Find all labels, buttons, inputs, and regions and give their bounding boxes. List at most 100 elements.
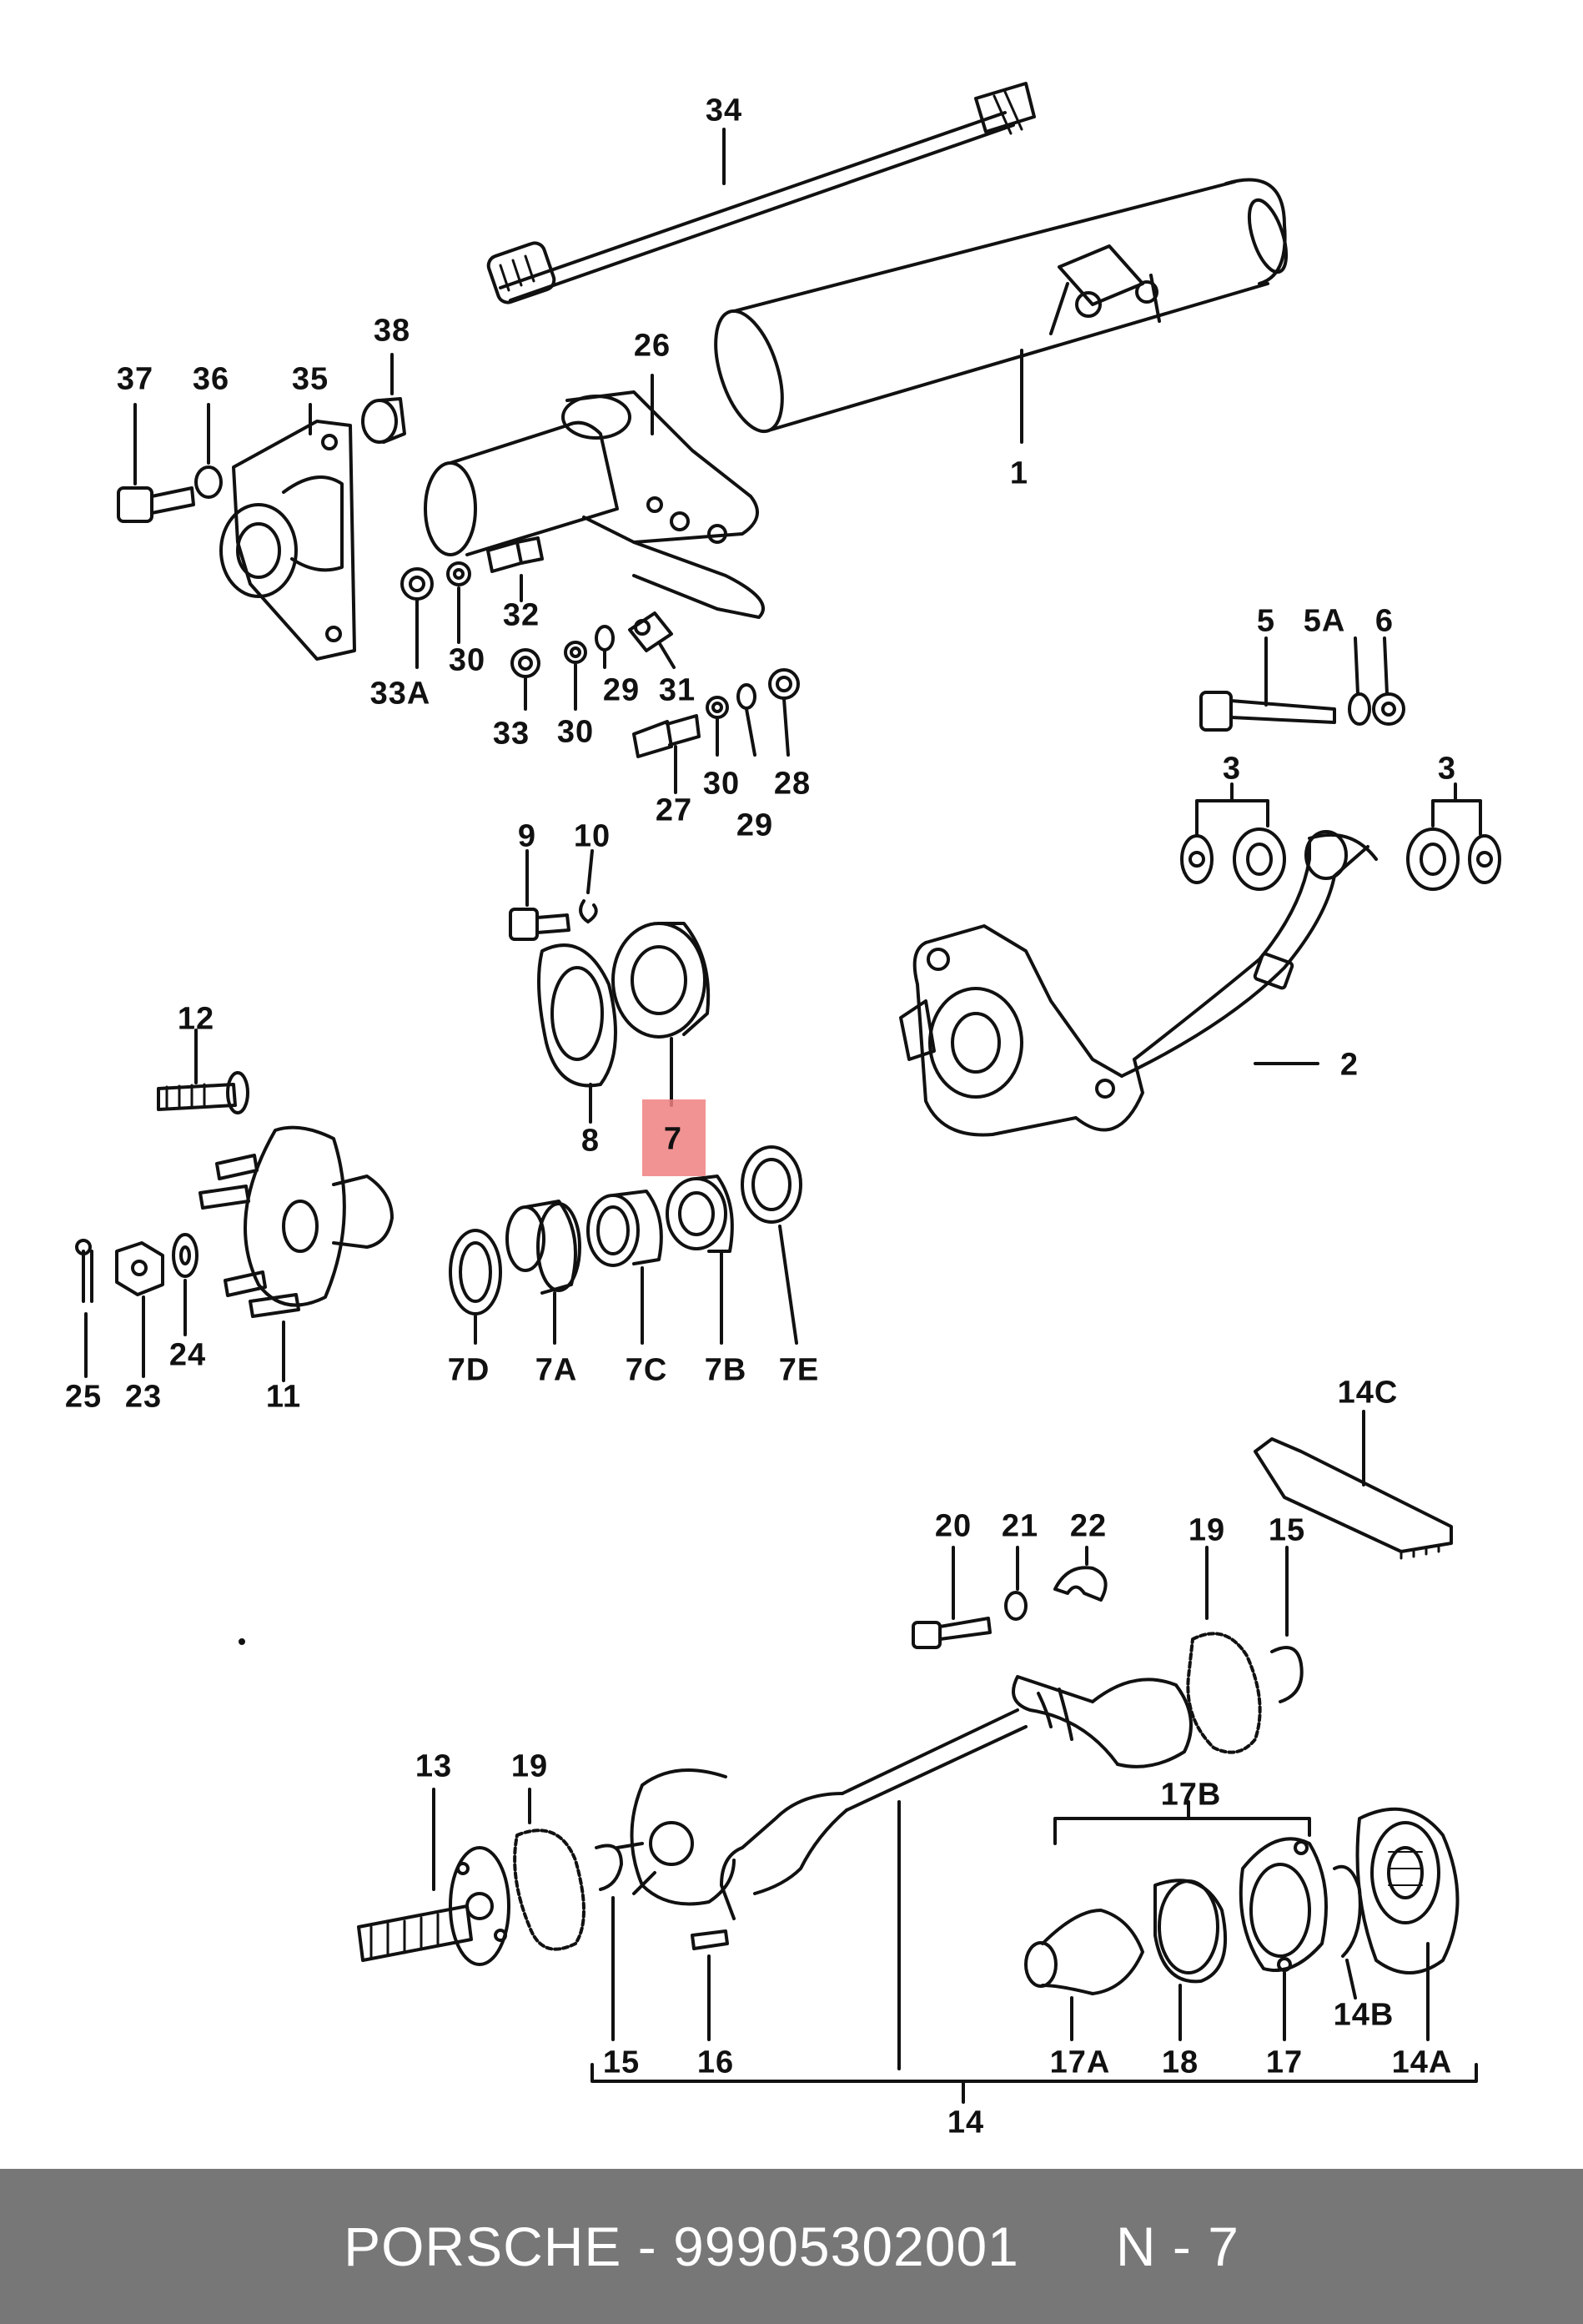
label-38: 38	[373, 313, 411, 349]
label-37: 37	[116, 361, 154, 397]
part-25-pin	[75, 1239, 93, 1303]
part-12-bolt	[157, 1071, 249, 1114]
part-14a-housing	[1355, 1807, 1460, 1974]
part-26-bracket	[424, 390, 765, 619]
label-5a: 5A	[1303, 603, 1346, 639]
part-20-bolt	[912, 1617, 992, 1649]
label-36: 36	[192, 361, 230, 397]
part-2-trailing-arm	[899, 830, 1378, 1137]
label-15-upper: 15	[1268, 1512, 1306, 1548]
label-7c: 7C	[625, 1352, 668, 1388]
part-9-screw	[509, 908, 570, 941]
hardware-cluster	[400, 536, 800, 758]
part-5-bolt	[1199, 691, 1336, 732]
part-37-bolt	[117, 486, 195, 523]
part-6-nut	[1372, 692, 1405, 726]
label-3-left: 3	[1222, 751, 1242, 787]
label-31: 31	[658, 672, 696, 708]
label-13: 13	[415, 1748, 453, 1784]
label-27: 27	[655, 792, 693, 828]
label-3-right: 3	[1437, 751, 1457, 787]
label-22: 22	[1069, 1508, 1108, 1544]
label-33a: 33A	[369, 676, 431, 712]
label-14b: 14B	[1333, 1997, 1395, 2033]
label-29-a: 29	[602, 672, 641, 708]
label-14c: 14C	[1337, 1375, 1399, 1411]
label-24: 24	[168, 1337, 207, 1373]
part-14b-ring	[1333, 1864, 1362, 1958]
label-30-c: 30	[702, 766, 741, 802]
label-32: 32	[502, 597, 540, 633]
label-17b: 17B	[1160, 1777, 1222, 1813]
label-7: 7	[663, 1121, 683, 1157]
label-7a: 7A	[535, 1352, 578, 1388]
label-5: 5	[1256, 603, 1276, 639]
label-21: 21	[1001, 1508, 1039, 1544]
label-34: 34	[705, 93, 743, 128]
label-17a: 17A	[1049, 2045, 1111, 2080]
label-12: 12	[177, 1001, 215, 1037]
part-19-gasket-upper	[1186, 1632, 1262, 1754]
label-29-b: 29	[736, 807, 774, 843]
part-22-plate	[1053, 1566, 1108, 1602]
part-7-bearing	[611, 922, 711, 1039]
part-24-washer	[172, 1233, 199, 1278]
label-8: 8	[580, 1123, 601, 1159]
label-7e: 7E	[778, 1352, 820, 1388]
label-10: 10	[573, 818, 611, 854]
part-21-washer	[1004, 1591, 1028, 1621]
part-7-highlight	[642, 1099, 706, 1176]
part-36-washer	[194, 465, 223, 499]
footer-caption: PORSCHE - 99905302001 N - 7	[344, 2216, 1239, 2277]
part-34-shaft	[486, 82, 1036, 304]
part-7c-roller	[586, 1190, 663, 1267]
part-38-bushing	[361, 397, 406, 444]
part-7e-seal	[741, 1145, 802, 1224]
part-16-key	[691, 1929, 729, 1950]
part-3-bushings	[1180, 827, 1501, 891]
part-15-circlip-upper	[1270, 1646, 1304, 1703]
part-19-gasket-lower	[513, 1829, 585, 1951]
part-17a-boot	[1024, 1909, 1144, 1995]
part-11-hub	[199, 1125, 394, 1318]
label-17: 17	[1265, 2045, 1304, 2080]
footer-bar: PORSCHE - 99905302001 N - 7	[0, 2169, 1583, 2324]
label-28: 28	[773, 766, 812, 802]
part-14c-grease-tube	[1254, 1437, 1453, 1560]
label-16: 16	[696, 2045, 735, 2080]
part-17-cv-joint	[1239, 1837, 1328, 1972]
part-7d-seal	[449, 1229, 502, 1315]
part-23-castle-nut	[115, 1241, 164, 1296]
part-5a-washer	[1348, 692, 1371, 726]
part-15-circlip-lower	[595, 1844, 623, 1891]
part-13-flange	[357, 1846, 510, 1966]
part-7b-race	[666, 1175, 734, 1253]
label-30-b: 30	[556, 714, 595, 750]
label-9: 9	[517, 818, 537, 854]
label-14a: 14A	[1391, 2045, 1453, 2080]
label-25: 25	[64, 1379, 103, 1415]
label-26: 26	[633, 328, 671, 364]
label-20: 20	[934, 1508, 972, 1544]
part-1-tube	[714, 178, 1289, 434]
part-10-clip	[579, 899, 598, 923]
label-18: 18	[1161, 2045, 1199, 2080]
label-6: 6	[1374, 603, 1395, 639]
label-7d: 7D	[447, 1352, 490, 1388]
label-19-upper: 19	[1188, 1512, 1226, 1548]
part-14-axle-assembly	[616, 1675, 1193, 1920]
part-18-clamp	[1153, 1879, 1228, 1984]
parts-diagram: 34 1 26 38 37 36 35 32 33A 30 29 31 33 3…	[64, 82, 1501, 2140]
label-11: 11	[265, 1379, 302, 1415]
label-15-lower: 15	[602, 2045, 641, 2080]
exploded-view-drawing	[75, 82, 1501, 2104]
label-1: 1	[1009, 455, 1029, 491]
label-2: 2	[1339, 1047, 1359, 1083]
label-7b: 7B	[704, 1352, 747, 1388]
label-19-lower: 19	[510, 1748, 549, 1784]
part-8-flange	[537, 943, 617, 1088]
label-33: 33	[492, 716, 530, 752]
label-23: 23	[124, 1379, 163, 1415]
part-35-housing	[219, 420, 356, 661]
label-14: 14	[947, 2105, 985, 2140]
